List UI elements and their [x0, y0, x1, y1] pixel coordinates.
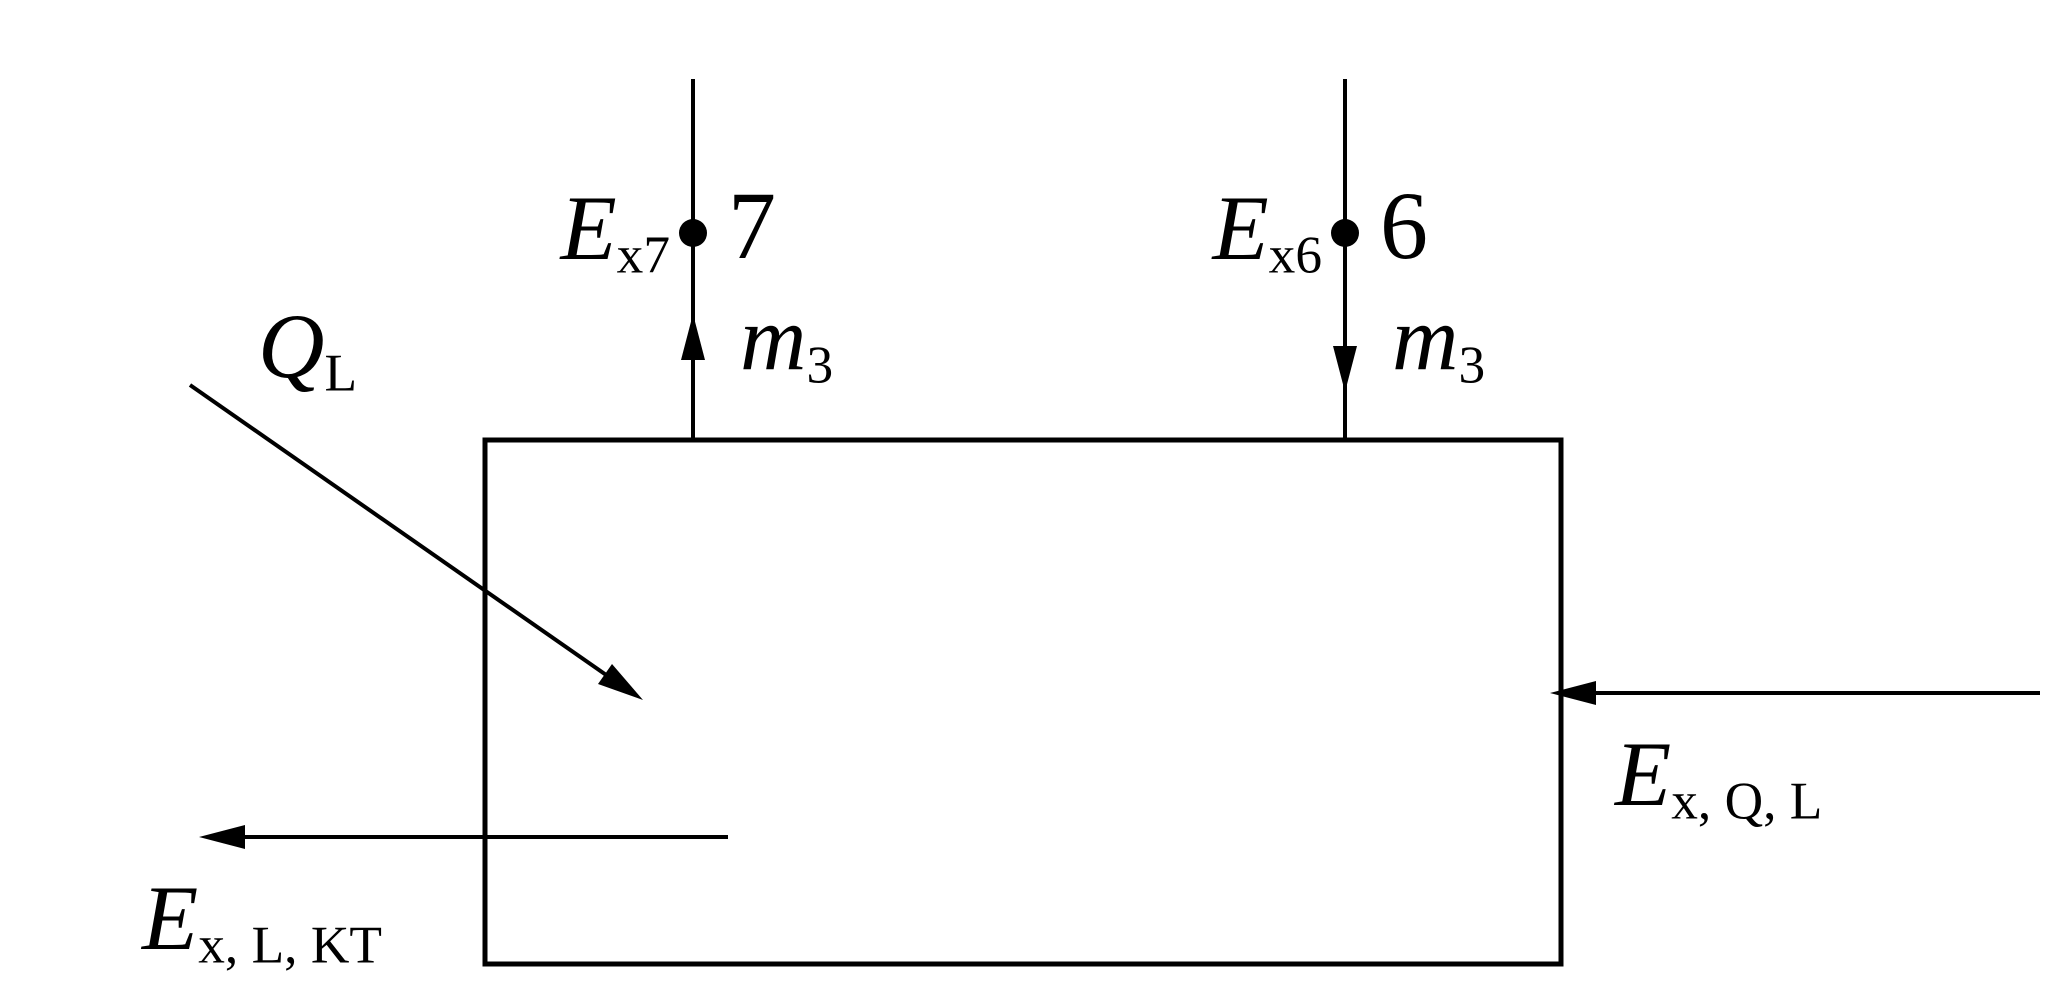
- heat-input-arrowhead: [598, 664, 643, 700]
- label-exergy-loss-output-sub: x, L, KT: [198, 914, 382, 975]
- label-heat-exergy-input-sub: x, Q, L: [1671, 770, 1823, 831]
- label-stream7-exergy: Ex7: [480, 182, 670, 282]
- stream6-node-dot: [1331, 219, 1359, 247]
- label-stream6-exergy-base: E: [1212, 177, 1269, 279]
- stream7-node-dot: [679, 219, 707, 247]
- label-stream6-exergy: Ex6: [1132, 182, 1322, 282]
- label-heat-input-sub: L: [324, 342, 358, 403]
- label-stream7-state: 7: [728, 178, 776, 274]
- label-stream7-exergy-base: E: [560, 177, 617, 279]
- label-stream6-mass: m3: [1392, 292, 1485, 392]
- label-stream6-mass-base: m: [1392, 287, 1459, 389]
- label-heat-input: QL: [258, 300, 357, 400]
- heat-input-line: [188, 383, 624, 688]
- stream7-arrowhead-up: [681, 314, 705, 360]
- label-exergy-loss-output: Ex, L, KT: [142, 872, 382, 972]
- label-heat-exergy-input: Ex, Q, L: [1615, 728, 1822, 828]
- label-stream7-state-text: 7: [728, 172, 776, 279]
- control-volume-box: [482, 437, 1564, 967]
- label-heat-exergy-input-base: E: [1615, 723, 1672, 825]
- heat-exergy-input-arrowhead: [1550, 681, 1596, 705]
- label-stream7-exergy-sub: x7: [616, 224, 670, 285]
- label-stream6-mass-sub: 3: [1458, 334, 1486, 395]
- label-exergy-loss-output-base: E: [142, 867, 199, 969]
- label-stream7-mass: m3: [740, 292, 833, 392]
- label-stream6-state-text: 6: [1380, 172, 1428, 279]
- label-stream6-exergy-sub: x6: [1268, 224, 1322, 285]
- exergy-loss-output-arrowhead: [199, 825, 245, 849]
- label-stream7-mass-sub: 3: [806, 334, 834, 395]
- label-stream7-mass-base: m: [740, 287, 807, 389]
- label-heat-input-base: Q: [258, 295, 325, 397]
- label-stream6-state: 6: [1380, 178, 1428, 274]
- stream6-arrowhead-down: [1333, 346, 1357, 392]
